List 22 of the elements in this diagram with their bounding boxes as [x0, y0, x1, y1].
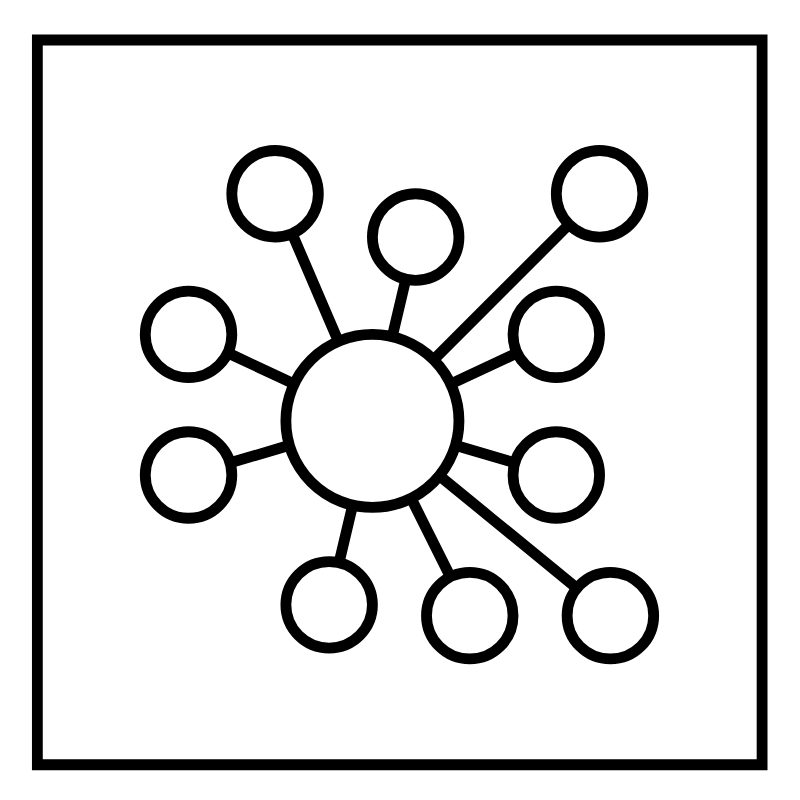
node-circle: [561, 566, 660, 665]
node-circle: [280, 556, 378, 654]
node-circle: [550, 145, 649, 243]
node-circle: [421, 566, 519, 665]
connector: [230, 440, 291, 468]
connector: [333, 505, 358, 564]
connector: [387, 278, 412, 337]
node-circle: [507, 426, 605, 524]
connector: [287, 232, 343, 342]
node-circle: [226, 145, 324, 243]
connector: [454, 440, 515, 468]
connector: [407, 497, 455, 579]
node-circle: [507, 285, 605, 384]
node-circle: [139, 285, 238, 384]
node-circle: [367, 188, 465, 286]
connector: [225, 348, 296, 389]
node-circle: [280, 329, 465, 513]
connector: [436, 472, 579, 591]
connector: [430, 221, 572, 363]
cluster: [31, 34, 768, 771]
node-circle: [139, 426, 238, 524]
connector: [449, 348, 520, 389]
